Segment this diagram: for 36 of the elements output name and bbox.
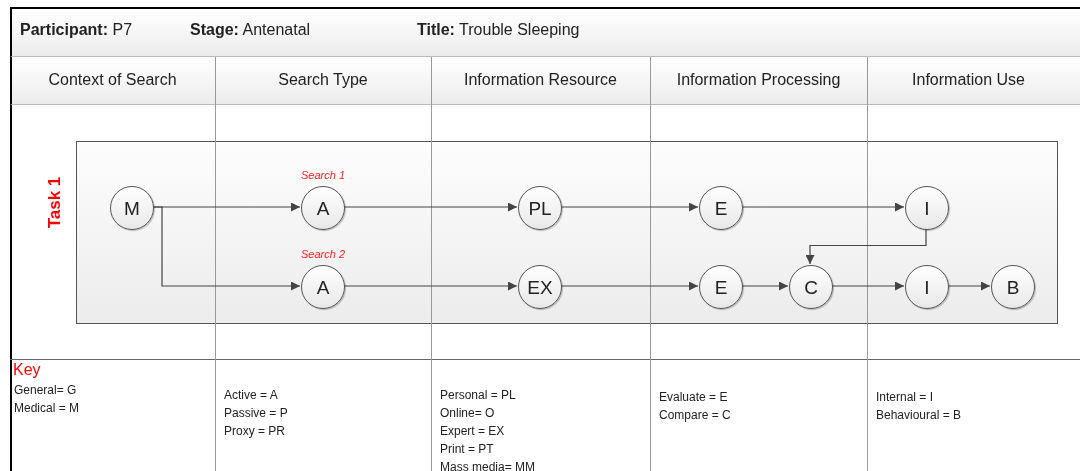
arrow xyxy=(947,281,991,291)
header-field: Title: Trouble Sleeping xyxy=(417,22,580,38)
key-entry: Compare = C xyxy=(659,409,731,421)
column-header: Search Type xyxy=(278,72,368,88)
arrow xyxy=(152,206,301,291)
arrow xyxy=(831,281,905,291)
key-entry: Evaluate = E xyxy=(659,391,728,403)
task-label: Task 1 xyxy=(46,176,64,228)
header-field: Participant: P7 xyxy=(20,22,133,38)
search-label: Search 1 xyxy=(301,170,345,181)
key-entry: Print = PT xyxy=(440,443,494,455)
arrow xyxy=(343,281,518,291)
arrow xyxy=(741,202,905,212)
key-entry: Proxy = PR xyxy=(224,425,286,437)
key-entry: Online= O xyxy=(440,407,495,419)
key-entry: Personal = PL xyxy=(440,389,516,401)
column-header: Context of Search xyxy=(48,72,177,88)
arrow xyxy=(805,228,927,265)
column-header: Information Processing xyxy=(676,72,841,88)
key-entry: Active = A xyxy=(224,389,278,401)
arrow xyxy=(560,202,699,212)
arrow xyxy=(741,281,789,291)
key-entry: Expert = EX xyxy=(440,425,505,437)
arrow xyxy=(560,281,699,291)
key-entry: Mass media= MM xyxy=(440,461,536,471)
arrow xyxy=(343,202,518,212)
search-label: Search 2 xyxy=(301,249,345,260)
header-field: Stage: Antenatal xyxy=(190,22,311,38)
key-entry: General= G xyxy=(14,384,77,396)
key-entry: Internal = I xyxy=(876,391,934,403)
key-entry: Passive = P xyxy=(224,407,288,419)
column-header: Information Resource xyxy=(464,72,617,88)
key-entry: Behavioural = B xyxy=(876,409,962,421)
key-entry: Medical = M xyxy=(14,402,80,414)
column-header: Information Use xyxy=(912,72,1025,88)
key-heading: Key xyxy=(13,362,41,378)
